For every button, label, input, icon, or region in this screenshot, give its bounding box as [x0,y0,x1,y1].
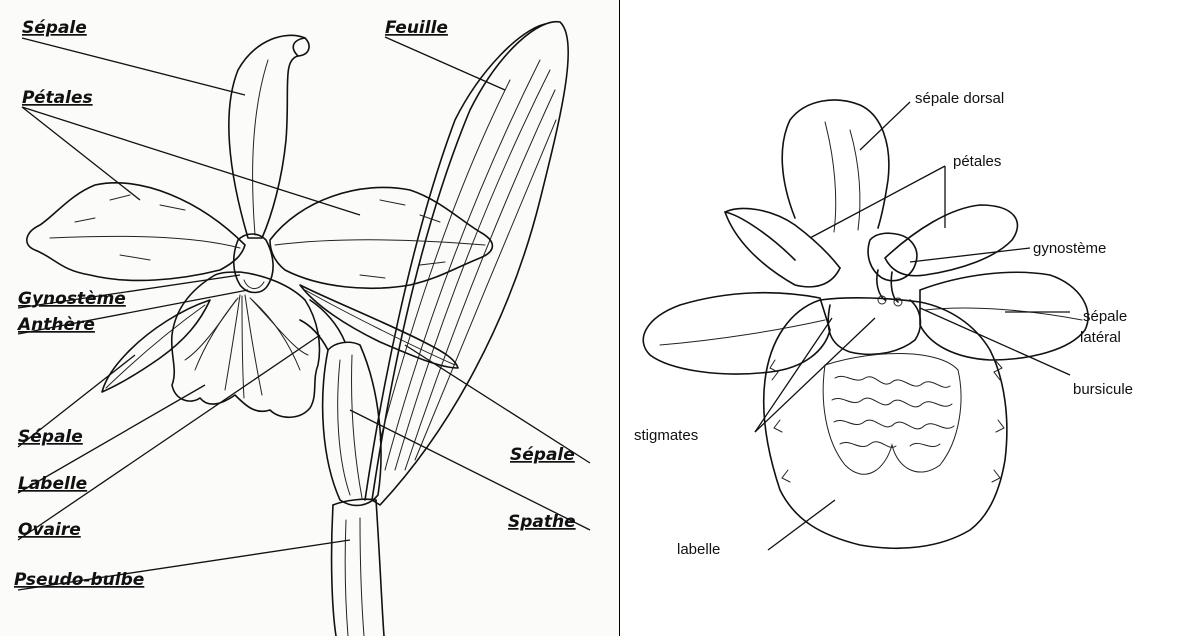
label-sepale-lateral-1: sépale [1083,308,1127,325]
left-orchid-diagram: Sépale Pétales Gynostème Anthère Sépale … [0,0,619,636]
dorsal-sepal-drawing [782,100,889,232]
right-orchid-diagram: sépale dorsal pétales gynostème sépale l… [620,0,1181,636]
left-leader-lines [18,37,590,590]
label-gynosteme: gynostème [1033,240,1106,257]
label-gynosteme: Gynostème [18,289,126,309]
label-sepale-left: Sépale [18,427,83,447]
right-sepal-drawing [300,285,458,368]
lateral-sepals-drawing [643,272,1088,374]
label-ovaire: Ovaire [18,520,81,540]
dorsal-sepal-drawing [229,35,309,238]
right-labels: sépale dorsal pétales gynostème sépale l… [634,90,1133,558]
label-sepale-top: Sépale [22,18,87,38]
right-leader-lines [755,102,1070,550]
label-sepale-dorsal: sépale dorsal [915,90,1004,107]
label-spathe: Spathe [508,512,576,532]
petals-drawing [725,205,1017,287]
column-drawing [234,234,273,293]
label-petales: pétales [953,153,1001,170]
label-bursicule: bursicule [1073,381,1133,398]
left-sepal-drawing [102,300,210,392]
labellum-drawing [764,298,1007,548]
right-petal-drawing [270,187,492,288]
left-labels: Sépale Pétales Gynostème Anthère Sépale … [14,18,576,590]
stem-drawing [300,300,384,636]
right-diagram-svg: sépale dorsal pétales gynostème sépale l… [620,0,1181,636]
label-petales: Pétales [22,88,93,108]
label-pseudo-bulbe: Pseudo-bulbe [14,570,144,590]
label-anthere: Anthère [16,315,95,335]
label-sepale-right: Sépale [510,445,575,465]
label-stigmates: stigmates [634,427,698,444]
labellum-drawing [172,272,320,417]
left-diagram-svg: Sépale Pétales Gynostème Anthère Sépale … [0,0,619,636]
label-labelle: Labelle [18,474,87,494]
label-labelle: labelle [677,541,720,558]
label-sepale-lateral-2: latéral [1080,329,1121,346]
gynostemium-drawing [868,233,917,306]
label-feuille: Feuille [385,18,448,38]
